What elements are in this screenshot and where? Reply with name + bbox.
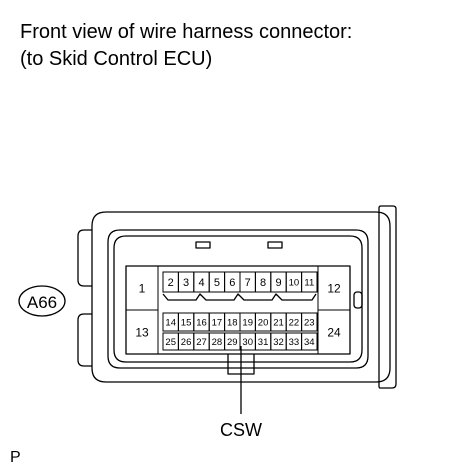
pin-label-28: 28	[212, 337, 223, 348]
pin-label-32: 32	[273, 337, 284, 348]
pin-label-3: 3	[183, 277, 189, 289]
pin-label-6: 6	[229, 277, 235, 289]
pin-cavity-34	[301, 332, 318, 351]
pin-label-27: 27	[196, 337, 207, 348]
pin-label-25: 25	[165, 337, 176, 348]
pin-cavity-13	[125, 309, 159, 355]
pin-label-34: 34	[304, 337, 315, 348]
pin-label-4: 4	[198, 277, 204, 289]
caption-line-1: Front view of wire harness connector:	[20, 21, 353, 43]
pin-label-23: 23	[304, 317, 315, 328]
pin-label-19: 19	[242, 317, 253, 328]
pin-label-10: 10	[289, 277, 300, 288]
pin-label-20: 20	[258, 317, 269, 328]
connector-left-ear-top	[77, 229, 92, 287]
connector-id-label: A66	[27, 293, 57, 312]
pin-cavity-11	[301, 271, 318, 293]
connector-housing-outline	[91, 211, 391, 383]
connector-left-ear-bottom	[77, 313, 92, 367]
pin-label-13: 13	[135, 325, 149, 339]
pin-label-12: 12	[327, 281, 341, 295]
pin-label-8: 8	[260, 277, 266, 289]
pin-label-21: 21	[273, 317, 284, 328]
pin-label-9: 9	[275, 277, 281, 289]
pin-label-24: 24	[327, 325, 341, 339]
pin-label-2: 2	[168, 277, 174, 289]
pin-label-5: 5	[214, 277, 220, 289]
corner-mark: P	[10, 449, 21, 466]
pin-label-11: 11	[304, 277, 314, 288]
pin-label-18: 18	[227, 317, 238, 328]
callout-label: CSW	[220, 420, 262, 440]
pin-label-7: 7	[245, 277, 251, 289]
pin-label-14: 14	[165, 317, 176, 328]
connector-inner-shell-inner	[113, 235, 363, 363]
retainer-groove	[162, 293, 317, 301]
pin-label-15: 15	[181, 317, 192, 328]
connector-right-latch	[378, 205, 397, 389]
connector-top-key-left	[195, 241, 211, 249]
pin-label-16: 16	[196, 317, 207, 328]
pin-label-17: 17	[212, 317, 223, 328]
pin-label-26: 26	[181, 337, 192, 348]
connector-side-tab	[353, 291, 363, 309]
pin-label-1: 1	[139, 281, 146, 295]
connector-inner-shell-outer	[107, 229, 369, 369]
pin-label-29: 29	[227, 337, 238, 348]
connector-top-key-right	[267, 241, 283, 249]
pin-label-33: 33	[289, 337, 300, 348]
pin-label-31: 31	[258, 337, 269, 348]
connector-id-ellipse	[18, 285, 66, 317]
pin-cavity-24	[317, 309, 351, 355]
pin-label-30: 30	[242, 337, 253, 348]
pin-block	[125, 265, 351, 355]
pin-label-22: 22	[289, 317, 300, 328]
pin-cavity-23	[301, 312, 318, 332]
caption-line-2: (to Skid Control ECU)	[20, 48, 213, 70]
